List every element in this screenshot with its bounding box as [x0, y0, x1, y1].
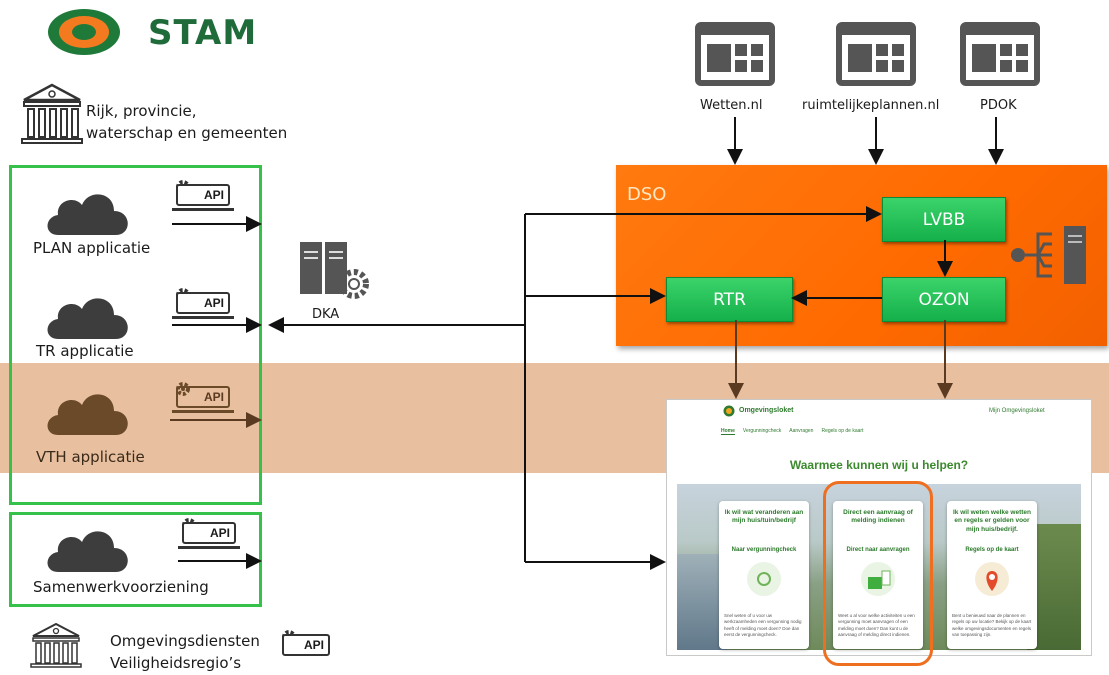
source-pdok	[960, 22, 1040, 91]
tr-app-label: TR applicatie	[36, 342, 134, 360]
api-label: API	[176, 386, 230, 408]
card-title: Ik wil weten welke wetten en regels er g…	[952, 509, 1032, 533]
webpage-icon	[695, 22, 775, 86]
rtr-box: RTR	[666, 277, 793, 322]
portal-nav-vergunningcheck[interactable]: Vergunningcheck	[742, 428, 782, 434]
lvbb-box: LVBB	[882, 197, 1006, 242]
cloud-icon	[47, 531, 128, 572]
card-body: Weet u al voor welke activiteiten u een …	[838, 613, 915, 637]
portal-nav: Home Vergunningcheck Aanvragen Regels op…	[721, 428, 863, 435]
card-link[interactable]: Naar vergunningcheck	[731, 547, 797, 553]
webpage-icon	[960, 22, 1040, 86]
portal-heading: Waarmee kunnen wij u helpen?	[789, 458, 969, 472]
laptop-base	[172, 316, 234, 319]
cloud-icon	[47, 394, 128, 435]
portal-card-vergunningcheck: Ik wil wat veranderen aan mijn huis/tuin…	[719, 501, 809, 649]
api-label: API	[176, 184, 230, 206]
government-building-icon	[21, 83, 83, 144]
api-label: API	[282, 634, 330, 656]
omgevingsdiensten-line2: Veiligheidsregio’s	[110, 654, 242, 672]
source-ruimtelijkeplannen	[836, 22, 916, 91]
source-ruimtelijkeplannen-label: ruimtelijkeplannen.nl	[802, 98, 940, 113]
dso-title: DSO	[627, 184, 667, 205]
omgevingsdiensten-line1: Omgevingsdiensten	[110, 632, 260, 650]
card-link[interactable]: Direct naar aanvragen	[846, 547, 910, 553]
map-pin-illustration	[975, 562, 1009, 596]
card-body: Snel weten of u voor uw werkzaamheden ee…	[724, 613, 802, 637]
card-title: Direct een aanvraag of melding indienen	[843, 509, 913, 525]
portal-brand: Omgevingsloket	[739, 407, 794, 414]
portal-card-aanvragen: Direct een aanvraag of melding indienen …	[833, 501, 923, 649]
gear-icon	[176, 382, 190, 396]
portal-account-link[interactable]: Mijn Omgevingsloket	[989, 408, 1045, 414]
card-link[interactable]: Regels op de kaart	[965, 547, 1019, 553]
portal-nav-regels[interactable]: Regels op de kaart	[821, 428, 864, 434]
stam-logo: STAM	[46, 8, 286, 58]
portal-nav-home[interactable]: Home	[721, 428, 735, 435]
webpage-icon	[836, 22, 916, 86]
api-label: API	[182, 522, 236, 544]
omgevingsdiensten-label: Omgevingsdiensten Veiligheidsregio’s	[110, 630, 260, 674]
vth-app-label: VTH applicatie	[36, 448, 145, 466]
laptop-base	[172, 208, 234, 211]
samenwerk-label: Samenwerkvoorziening	[33, 578, 209, 596]
cloud-icon	[47, 298, 128, 339]
laptop-base	[178, 546, 240, 549]
dka-server-icon	[300, 242, 369, 299]
source-pdok-label: PDOK	[980, 98, 1017, 113]
government-label: Rijk, provincie, waterschap en gemeenten	[86, 100, 287, 144]
water-area	[677, 554, 727, 650]
applications-group	[9, 165, 262, 505]
source-wetten	[695, 22, 775, 91]
vergunningcheck-illustration	[747, 562, 781, 596]
government-label-line2: waterschap en gemeenten	[86, 124, 288, 142]
source-wetten-label: Wetten.nl	[700, 98, 763, 113]
portal-nav-aanvragen[interactable]: Aanvragen	[789, 428, 814, 434]
stam-logo-icon	[48, 9, 120, 55]
card-title: Ik wil wat veranderen aan mijn huis/tuin…	[724, 509, 804, 525]
highlight-ring	[823, 481, 933, 666]
dka-label: DKA	[312, 307, 340, 322]
government-label-line1: Rijk, provincie,	[86, 102, 197, 120]
logo-text: STAM	[148, 13, 258, 53]
omgevingsloket-logo-icon	[723, 405, 735, 417]
plan-app-label: PLAN applicatie	[33, 239, 151, 257]
aanvragen-illustration	[861, 562, 895, 596]
portal-card-regels: Ik wil weten welke wetten en regels er g…	[947, 501, 1037, 649]
card-body: Bent u benieuwd naar de plannen en regel…	[952, 613, 1032, 637]
laptop-base	[172, 410, 234, 413]
government-building-icon	[30, 622, 82, 668]
omgevingsloket-portal: Omgevingsloket Mijn Omgevingsloket Home …	[666, 399, 1092, 656]
distribution-icon	[1011, 226, 1086, 284]
cloud-icon	[47, 194, 128, 235]
api-label: API	[176, 292, 230, 314]
ozon-box: OZON	[882, 277, 1006, 322]
